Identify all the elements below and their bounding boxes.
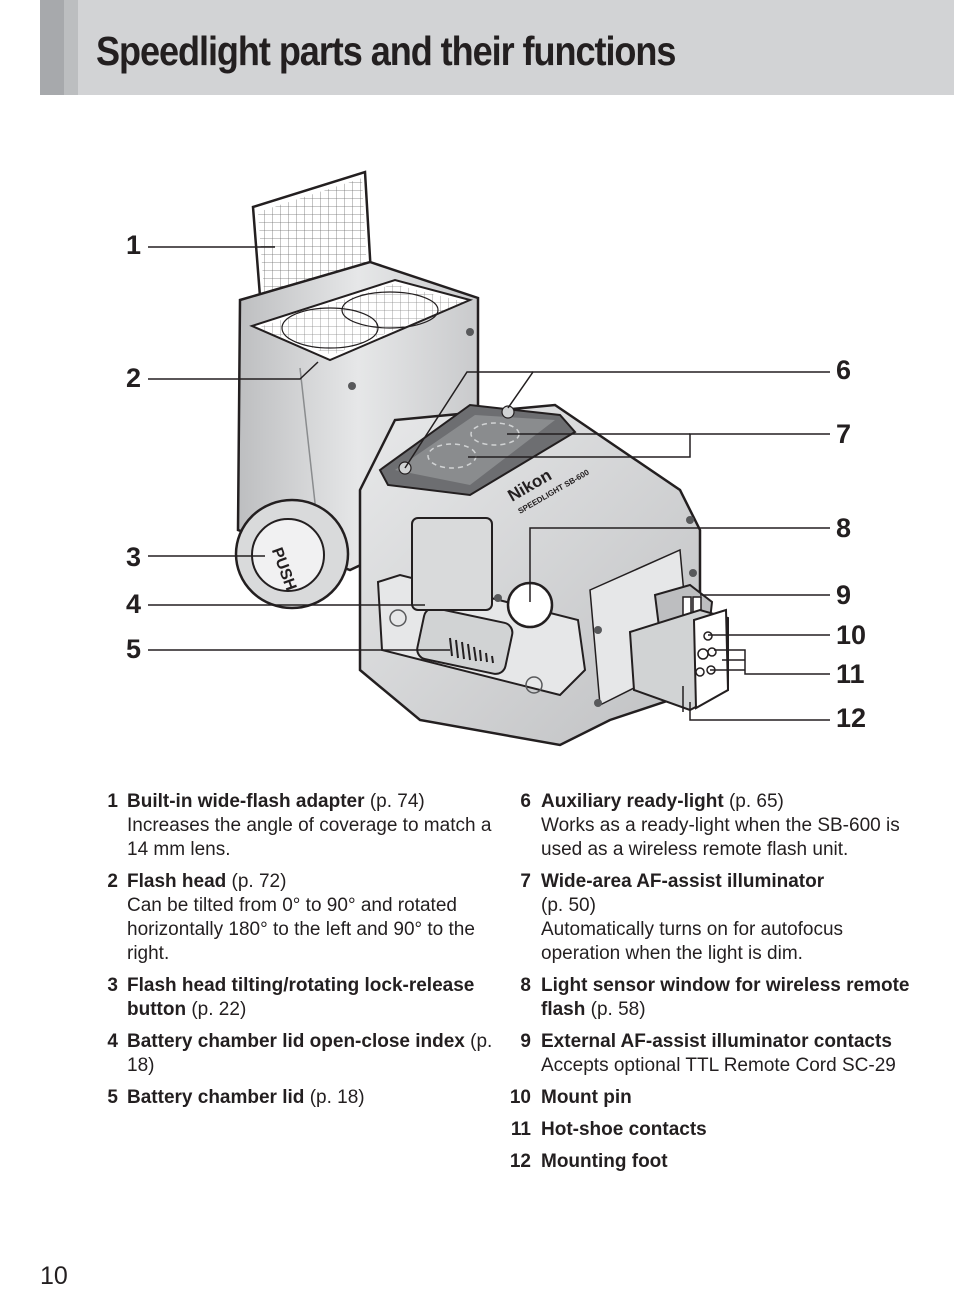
list-item: 1 Built-in wide-flash adapter (p. 74) In… bbox=[100, 790, 500, 862]
part-description: Automatically turns on for autofocus ope… bbox=[541, 919, 844, 964]
part-title: Battery chamber lid bbox=[127, 1087, 305, 1108]
part-title: Light sensor window for wireless remote … bbox=[541, 975, 910, 1020]
callout-7: 7 bbox=[836, 419, 852, 449]
page-reference: (p. 18) bbox=[309, 1087, 365, 1108]
callout-9: 9 bbox=[836, 580, 852, 610]
part-number: 6 bbox=[520, 791, 531, 812]
callout-11: 11 bbox=[836, 659, 865, 689]
callout-3: 3 bbox=[126, 542, 142, 572]
list-item: 2 Flash head (p. 72) Can be tilted from … bbox=[100, 870, 500, 966]
part-title: External AF-assist illuminator contacts bbox=[541, 1031, 892, 1052]
part-title: Battery chamber lid open-close index bbox=[127, 1031, 465, 1052]
part-description: Works as a ready-light when the SB-600 i… bbox=[541, 815, 900, 860]
callout-12: 12 bbox=[836, 703, 867, 733]
part-number: 1 bbox=[107, 791, 118, 812]
callout-10: 10 bbox=[836, 620, 867, 650]
page-number: 10 bbox=[40, 1262, 68, 1290]
callout-5: 5 bbox=[126, 634, 142, 664]
page-reference: (p. 18) bbox=[127, 1031, 493, 1076]
list-item: 7 Wide-area AF-assist illuminator (p. 50… bbox=[505, 870, 925, 966]
parts-list-left: 1 Built-in wide-flash adapter (p. 74) In… bbox=[100, 790, 500, 1118]
part-description: Accepts optional TTL Remote Cord SC-29 bbox=[541, 1055, 896, 1076]
header-accent-bar bbox=[40, 0, 64, 95]
part-title: Built-in wide-flash adapter bbox=[127, 791, 365, 812]
callout-4: 4 bbox=[126, 589, 142, 619]
part-number: 8 bbox=[520, 975, 531, 996]
speedlight-drawing: PUSH Nikon SPEEDLIGHT SB-600 bbox=[148, 170, 830, 747]
parts-list-right: 6 Auxiliary ready-light (p. 65) Works as… bbox=[505, 790, 925, 1182]
page-reference: (p. 22) bbox=[191, 999, 247, 1020]
lock-release-button: PUSH bbox=[234, 498, 350, 610]
callout-2: 2 bbox=[126, 363, 142, 393]
page-title: Speedlight parts and their functions bbox=[96, 28, 676, 74]
list-item: 4 Battery chamber lid open-close index (… bbox=[100, 1030, 500, 1078]
part-number: 11 bbox=[510, 1119, 531, 1140]
part-description: Increases the angle of coverage to match… bbox=[127, 815, 492, 860]
part-number: 2 bbox=[107, 871, 118, 892]
callout-6: 6 bbox=[836, 355, 852, 385]
part-title: Auxiliary ready-light bbox=[541, 791, 724, 812]
page-reference: (p. 74) bbox=[369, 791, 425, 812]
part-title: Hot-shoe contacts bbox=[541, 1119, 707, 1140]
page-reference: (p. 72) bbox=[231, 871, 287, 892]
speedlight-illustration: PUSH Nikon SPEEDLIGHT SB-600 bbox=[0, 150, 954, 760]
part-number: 5 bbox=[107, 1087, 118, 1108]
callout-leader-lines bbox=[148, 246, 830, 721]
part-number: 7 bbox=[520, 871, 531, 892]
part-title: Mount pin bbox=[541, 1087, 632, 1108]
list-item: 11 Hot-shoe contacts bbox=[505, 1118, 925, 1142]
callout-8: 8 bbox=[836, 513, 852, 543]
part-number: 10 bbox=[509, 1087, 531, 1108]
list-item: 9 External AF-assist illuminator contact… bbox=[505, 1030, 925, 1078]
page-header: Speedlight parts and their functions bbox=[40, 0, 954, 95]
part-title: Wide-area AF-assist illuminator bbox=[541, 871, 825, 892]
part-number: 3 bbox=[107, 975, 118, 996]
list-item: 10 Mount pin bbox=[505, 1086, 925, 1110]
part-title: Mounting foot bbox=[541, 1151, 668, 1172]
list-item: 5 Battery chamber lid (p. 18) bbox=[100, 1086, 500, 1110]
part-number: 4 bbox=[107, 1031, 118, 1052]
part-title: Flash head bbox=[127, 871, 227, 892]
list-item: 6 Auxiliary ready-light (p. 65) Works as… bbox=[505, 790, 925, 862]
list-item: 12 Mounting foot bbox=[505, 1150, 925, 1174]
part-title: Flash head tilting/rotating lock-release… bbox=[127, 975, 475, 1020]
header-accent-bar-light bbox=[64, 0, 78, 95]
part-number: 12 bbox=[509, 1151, 531, 1172]
page-reference: (p. 65) bbox=[728, 791, 784, 812]
callout-1: 1 bbox=[126, 230, 142, 260]
part-number: 9 bbox=[520, 1031, 531, 1052]
page-reference: (p. 58) bbox=[590, 999, 646, 1020]
list-item: 3 Flash head tilting/rotating lock-relea… bbox=[100, 974, 500, 1022]
page-reference: (p. 50) bbox=[541, 895, 596, 916]
list-item: 8 Light sensor window for wireless remot… bbox=[505, 974, 925, 1022]
part-description: Can be tilted from 0° to 90° and rotated… bbox=[127, 895, 475, 964]
